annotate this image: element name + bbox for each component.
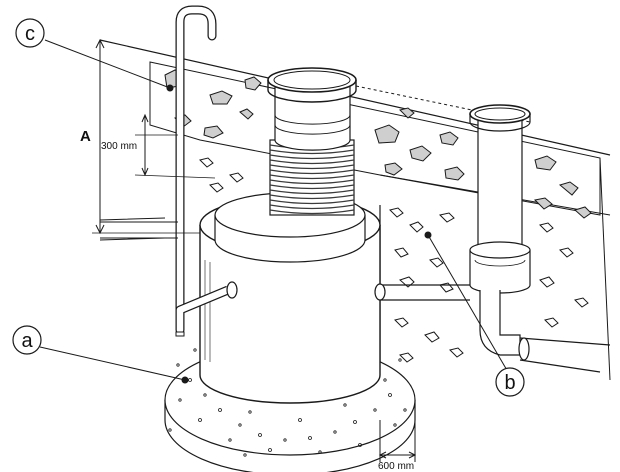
dimension-300-label: 300 mm (101, 141, 137, 152)
svg-text:a: a (21, 330, 33, 352)
stones-lower (199, 157, 589, 363)
dimension-600-label: 600 mm (378, 461, 414, 472)
outlet-pipe (374, 283, 470, 301)
svg-text:b: b (504, 372, 515, 394)
tank-body (199, 192, 381, 404)
callout-c: c (15, 18, 45, 48)
svg-text:c: c (25, 23, 35, 45)
dimension-a-label: A (80, 128, 91, 145)
standpipe-fitting (469, 104, 611, 373)
inlet-pipe-left (100, 221, 178, 239)
callout-leaders (39, 39, 509, 384)
vent-pipe (175, 5, 238, 337)
riser-pipe (267, 67, 357, 216)
stones-upper (164, 69, 592, 219)
callout-a: a (12, 325, 42, 355)
callout-b: b (495, 367, 525, 397)
dimension-lines (92, 38, 417, 462)
